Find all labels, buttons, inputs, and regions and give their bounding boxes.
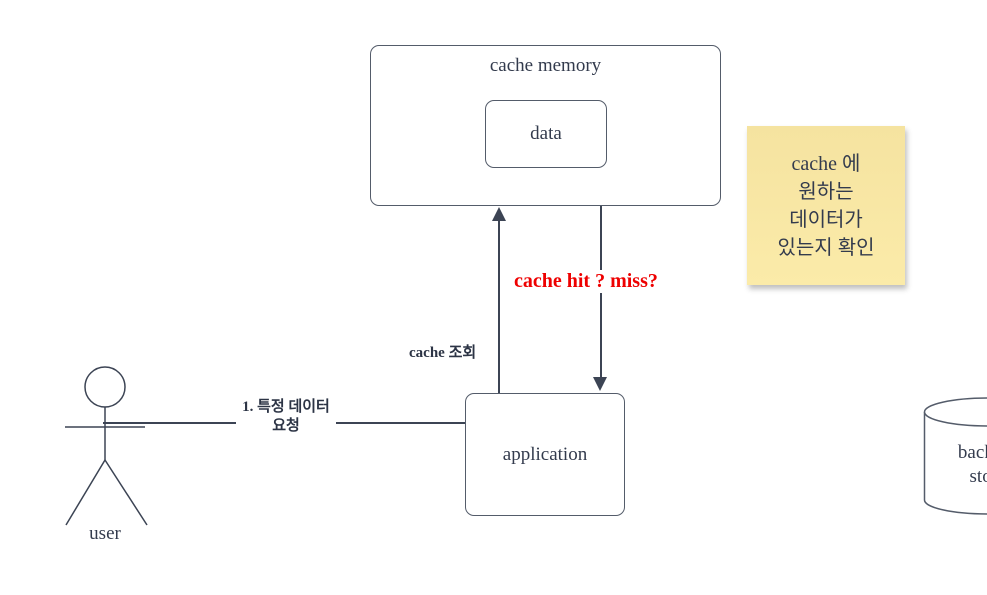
backing-store-label: backing store bbox=[923, 441, 987, 489]
user-actor-icon bbox=[65, 366, 148, 526]
user-request-label-line2: 요청 bbox=[272, 418, 300, 434]
result-arrowhead-down-icon bbox=[593, 377, 607, 391]
sticky-note-line: 데이터가 bbox=[789, 208, 863, 231]
application-node: application bbox=[465, 393, 625, 516]
user-request-label: 1. 특정 데이터 요청 bbox=[236, 398, 336, 436]
cache-lookup-label: cache 조회 bbox=[409, 341, 477, 362]
data-label: data bbox=[530, 123, 562, 144]
sticky-note-line: cache 에 bbox=[791, 152, 861, 175]
user-request-label-line1: 1. 특정 데이터 bbox=[242, 399, 330, 415]
sticky-note-line: 있는지 확인 bbox=[777, 236, 875, 259]
backing-store-cylinder bbox=[923, 397, 987, 515]
data-node: data bbox=[485, 100, 607, 168]
cache-memory-label: cache memory bbox=[489, 55, 602, 76]
cache-memory-node: cache memory bbox=[370, 45, 721, 206]
cache-hit-miss-label: cache hit ? miss? bbox=[511, 270, 661, 293]
application-label: application bbox=[502, 443, 588, 465]
backing-store-label-line1: backing bbox=[957, 442, 987, 463]
lookup-arrowhead-up-icon bbox=[492, 207, 506, 221]
sticky-note: cache 에 원하는 데이터가 있는지 확인 bbox=[747, 126, 905, 285]
sticky-note-line: 원하는 bbox=[798, 180, 854, 203]
lookup-arrow-line bbox=[498, 221, 500, 393]
user-label: user bbox=[89, 523, 121, 544]
backing-store-label-line2: store bbox=[969, 466, 987, 487]
